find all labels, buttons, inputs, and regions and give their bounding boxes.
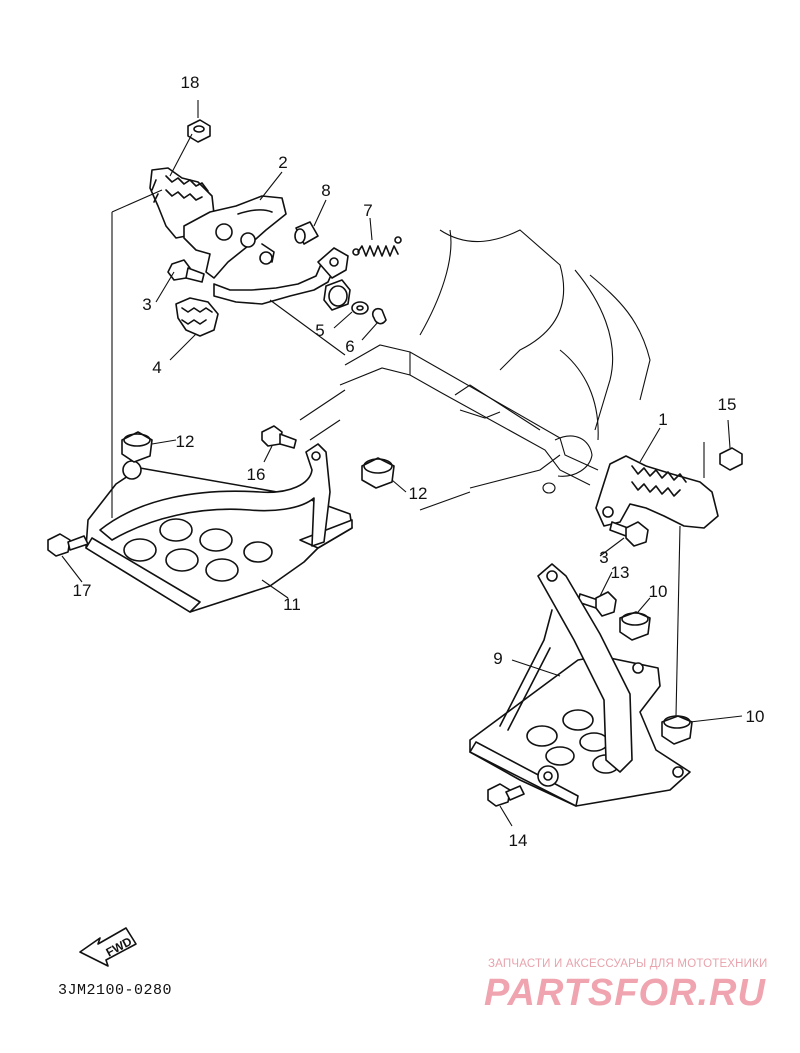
part-9-footrest-plate-right <box>469 563 691 807</box>
part-1-right-footrest <box>595 455 719 529</box>
callout-12-center: 12 <box>409 484 428 503</box>
callout-labels: 18 2 8 7 3 5 6 4 12 16 12 17 11 15 1 3 1… <box>73 73 765 850</box>
part-12-rubber-mount-left <box>121 431 153 463</box>
fwd-arrow-icon: FWD <box>79 927 137 967</box>
callout-1: 1 <box>658 410 667 429</box>
callout-16: 16 <box>247 465 266 484</box>
callout-2: 2 <box>278 153 287 172</box>
callout-10-upper: 10 <box>649 582 668 601</box>
callout-17: 17 <box>73 581 92 600</box>
diagram-code: 3JM2100-0280 <box>58 982 173 999</box>
part-6-cotter-pin <box>371 307 387 325</box>
callout-3-lower: 3 <box>599 548 608 567</box>
callout-12-left: 12 <box>176 432 195 451</box>
part-11-footrest-plate <box>85 443 353 613</box>
watermark-logo: PARTSFOR.RU <box>484 972 766 1014</box>
part-5-washer <box>351 301 369 315</box>
callout-18: 18 <box>181 73 200 92</box>
callout-8: 8 <box>321 181 330 200</box>
frame-outline <box>299 229 651 511</box>
part-15-nut <box>719 447 743 471</box>
watermark-subtitle: ЗАПЧАСТИ И АКСЕССУАРЫ ДЛЯ МОТОТЕХНИКИ <box>488 958 768 970</box>
part-3-bolt-lower <box>609 521 649 547</box>
callout-3-upper: 3 <box>142 295 151 314</box>
part-14-bolt <box>487 783 525 807</box>
part-17-bolt <box>47 533 89 557</box>
callout-10-lower: 10 <box>746 707 765 726</box>
callout-7: 7 <box>363 201 372 220</box>
callout-14: 14 <box>509 831 528 850</box>
callout-15: 15 <box>718 395 737 414</box>
callout-5: 5 <box>315 321 324 340</box>
part-10-rubber-mount-upper <box>619 611 651 641</box>
callout-11: 11 <box>283 595 301 614</box>
callout-13: 13 <box>611 563 630 582</box>
leader-lines <box>61 100 743 827</box>
part-8-collar <box>294 221 319 245</box>
part-13-bolt <box>577 591 617 617</box>
part-10-rubber-mount-lower <box>661 715 693 745</box>
part-3-bolt-upper <box>167 259 205 283</box>
part-16-bolt <box>261 425 297 449</box>
part-7-spring <box>352 236 402 257</box>
part-12-rubber-mount-center <box>361 457 395 489</box>
callout-6: 6 <box>345 337 354 356</box>
part-18-nut <box>187 119 211 143</box>
callout-4: 4 <box>152 358 161 377</box>
left-footrest-assembly <box>149 167 351 337</box>
callout-9: 9 <box>493 649 502 668</box>
